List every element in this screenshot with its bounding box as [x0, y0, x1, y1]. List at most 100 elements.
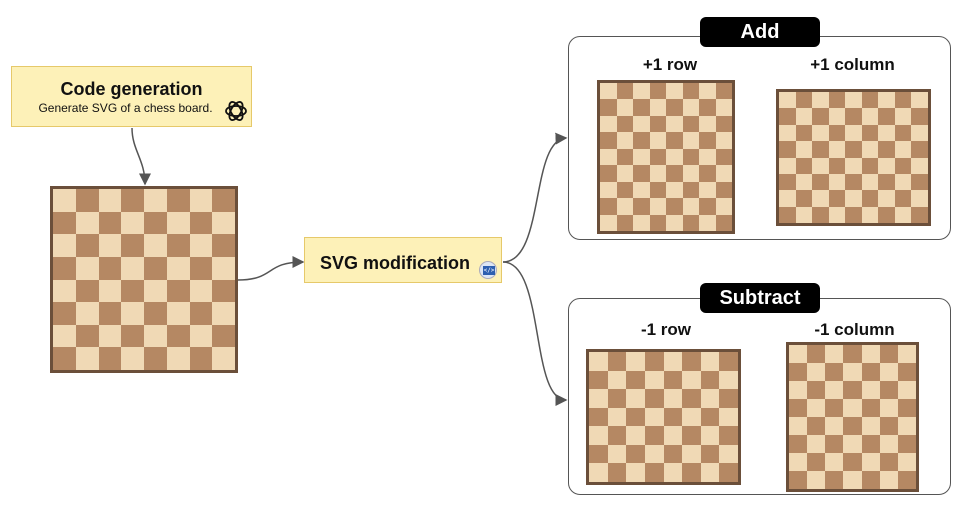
chess-square: [699, 99, 716, 116]
chess-square: [789, 471, 808, 489]
chess-square: [616, 83, 633, 100]
chess-square: [911, 108, 928, 125]
chess-square: [812, 190, 829, 207]
chess-square: [861, 108, 879, 125]
chess-square: [897, 363, 916, 381]
chess-square: [897, 345, 916, 363]
chess-square: [144, 189, 167, 212]
chess-square: [894, 92, 912, 109]
chess-square: [644, 426, 664, 445]
chess-square: [633, 132, 650, 149]
chess-square: [53, 211, 76, 235]
chess-square: [53, 279, 76, 303]
chess-square: [861, 92, 879, 109]
chess-square: [666, 181, 683, 199]
chess-square: [98, 279, 122, 303]
chess-square: [845, 190, 862, 207]
chess-square: [189, 234, 213, 257]
chess-square: [879, 471, 898, 489]
chess-square: [861, 141, 879, 158]
chess-square: [189, 279, 213, 303]
chess-square: [121, 234, 144, 257]
chess-square: [682, 407, 701, 427]
chess-square: [144, 211, 167, 235]
chess-square: [663, 352, 683, 371]
chess-square: [795, 157, 813, 174]
arrow-board-to-svg-mod: [237, 256, 305, 281]
chess-square: [911, 190, 928, 207]
chess-square: [682, 426, 701, 445]
chess-square: [861, 435, 880, 453]
chess-square: [719, 352, 738, 371]
chess-square: [715, 214, 732, 231]
chess-square: [825, 399, 844, 417]
chess-square: [649, 83, 666, 100]
chess-square: [700, 463, 720, 482]
chess-square: [166, 189, 190, 212]
chess-square: [779, 108, 796, 125]
chess-square: [682, 463, 701, 482]
chess-square: [843, 345, 862, 363]
arrow-code-to-board: [131, 127, 151, 186]
chess-square: [861, 453, 880, 471]
chess-square: [166, 302, 190, 325]
chess-square: [666, 99, 683, 116]
chess-square: [828, 92, 846, 109]
chess-square: [682, 181, 699, 199]
chess-square: [663, 389, 683, 408]
chess-square: [878, 157, 895, 174]
chess-square: [682, 132, 699, 149]
chess-square: [212, 302, 235, 325]
chess-square: [663, 444, 683, 464]
chess-square: [607, 407, 627, 427]
chess-square: [861, 399, 880, 417]
chess-square: [666, 165, 683, 182]
chess-square: [121, 302, 144, 325]
chess-square: [719, 389, 738, 408]
chess-square: [633, 99, 650, 116]
chess-square: [897, 381, 916, 399]
original-chess-board: [50, 186, 238, 373]
chess-square: [682, 165, 699, 182]
chess-square: [719, 426, 738, 445]
chess-square: [715, 148, 732, 166]
chess-square: [861, 471, 880, 489]
chess-square: [789, 453, 808, 471]
chess-square: [878, 124, 895, 142]
chess-square: [861, 345, 880, 363]
chess-square: [589, 407, 608, 427]
chess-square: [861, 381, 880, 399]
chess-square: [845, 141, 862, 158]
chess-square: [861, 417, 880, 435]
chess-square: [828, 190, 846, 207]
chess-square: [812, 141, 829, 158]
chess-square: [700, 444, 720, 464]
chess-square: [166, 279, 190, 303]
chess-square: [666, 132, 683, 149]
chess-square: [715, 198, 732, 215]
chess-square: [699, 198, 716, 215]
chess-square: [607, 352, 627, 371]
chess-square: [789, 345, 808, 363]
chess-square: [879, 417, 898, 435]
chess-square: [166, 256, 190, 280]
chess-square: [807, 345, 826, 363]
chess-square: [699, 83, 716, 100]
chess-square: [795, 190, 813, 207]
chess-square: [53, 302, 76, 325]
chess-square: [616, 165, 633, 182]
chess-square: [75, 302, 99, 325]
chess-square: [189, 189, 213, 212]
chess-square: [715, 132, 732, 149]
chess-square: [894, 108, 912, 125]
chess-square: [879, 345, 898, 363]
chess-square: [98, 189, 122, 212]
chess-square: [894, 141, 912, 158]
chess-square: [53, 256, 76, 280]
chess-square: [843, 363, 862, 381]
chess-square: [600, 165, 617, 182]
chess-square: [843, 453, 862, 471]
code-generation-subtitle: Generate SVG of a chess board.: [38, 101, 213, 115]
chess-square: [715, 99, 732, 116]
chess-square: [98, 347, 122, 370]
